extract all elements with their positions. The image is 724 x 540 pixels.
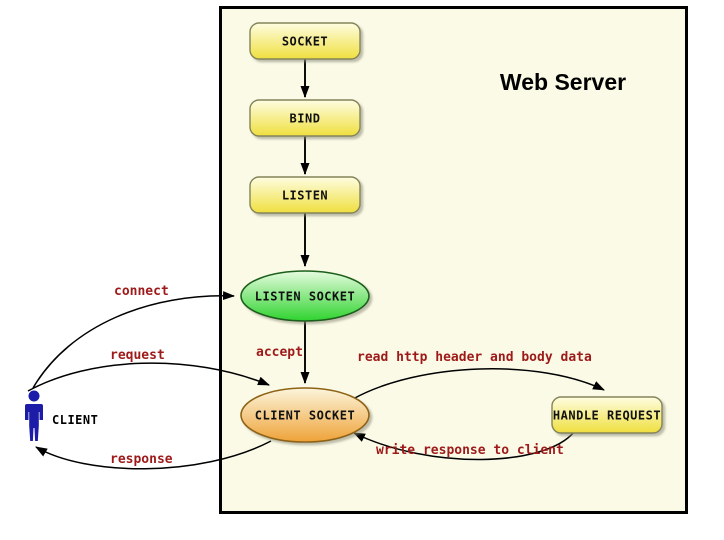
node-client-socket: CLIENT SOCKET [240, 387, 370, 443]
person-head [28, 390, 40, 402]
edge-label-write-response: write response to client [376, 443, 564, 458]
client-label: CLIENT [52, 413, 98, 427]
edge-connect [32, 291, 235, 389]
node-socket: SOCKET [249, 22, 361, 60]
client-person-icon [25, 390, 43, 441]
person-body [25, 404, 43, 441]
edge-request [27, 362, 270, 392]
node-handle-request-label: HANDLE REQUEST [553, 409, 661, 423]
node-listen-label: LISTEN [282, 189, 328, 203]
node-client-socket-label: CLIENT SOCKET [255, 409, 355, 423]
edge-label-accept: accept [256, 345, 303, 360]
edge-write-response [353, 431, 575, 461]
edge-response [35, 440, 272, 470]
node-listen-socket-label: LISTEN SOCKET [255, 290, 355, 304]
edge-label-connect: connect [114, 284, 169, 299]
node-socket-label: SOCKET [282, 35, 328, 49]
edge-label-response: response [110, 452, 173, 467]
edge-read-http [352, 368, 605, 400]
edge-label-read-http: read http header and body data [357, 350, 592, 365]
node-listen-socket: LISTEN SOCKET [240, 270, 370, 322]
edge-label-request: request [110, 348, 165, 363]
node-bind: BIND [249, 99, 361, 137]
web-server-title: Web Server [500, 69, 626, 95]
node-bind-label: BIND [290, 112, 321, 126]
node-handle-request: HANDLE REQUEST [551, 396, 663, 434]
node-listen: LISTEN [249, 176, 361, 214]
